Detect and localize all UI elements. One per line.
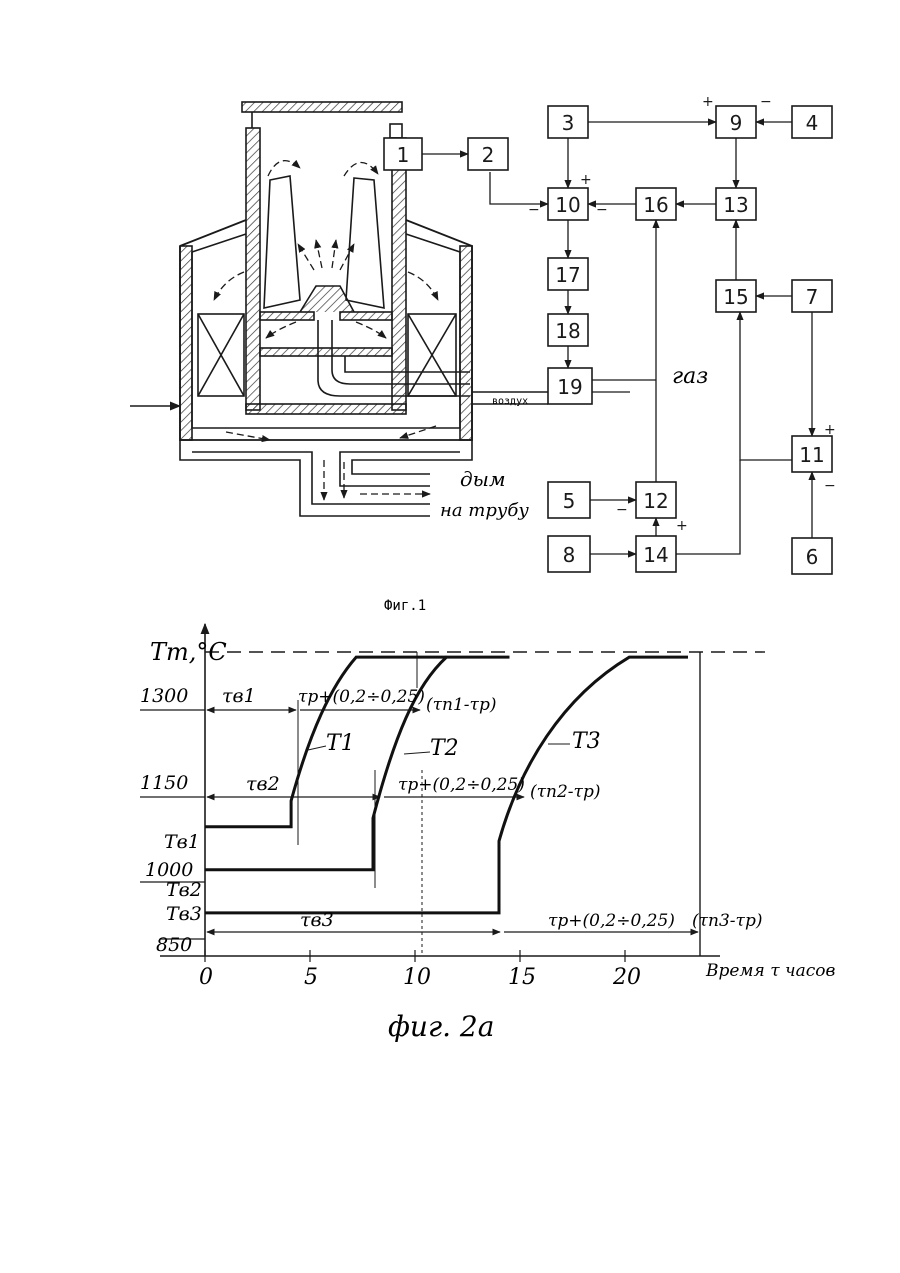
y-level-label: Tв2	[166, 879, 202, 901]
svg-text:2: 2	[482, 143, 495, 167]
svg-text:+: +	[702, 94, 714, 110]
figure2a-caption: фиг. 2а	[388, 1010, 494, 1043]
interval-label: τр+(0,2÷0,25)	[298, 687, 425, 707]
svg-text:+: +	[824, 422, 836, 438]
x-tick-label: 5	[304, 965, 318, 990]
block-8: 8	[548, 536, 590, 572]
curve-label: T3	[572, 729, 601, 754]
curve-label: T1	[326, 731, 355, 756]
svg-text:6: 6	[806, 545, 819, 569]
x-axis-label: Время τ часов	[705, 961, 835, 981]
svg-text:1: 1	[397, 143, 410, 167]
svg-text:5: 5	[563, 489, 576, 513]
smoke-label: дым	[460, 467, 506, 491]
svg-text:7: 7	[806, 285, 819, 309]
interval-label: (τп3-τр)	[692, 911, 762, 931]
figure1-caption: Фиг.1	[384, 598, 426, 614]
y-tick-label: 1150	[140, 772, 188, 794]
curve-label: T2	[430, 736, 459, 761]
block-19: 19	[548, 368, 592, 404]
air-label: воздух	[492, 396, 528, 407]
block-16: 16	[636, 188, 676, 220]
svg-text:−: −	[760, 94, 772, 110]
interval-label: τв1	[222, 685, 256, 707]
block-1: 1	[384, 138, 422, 170]
interval-label: τр+(0,2÷0,25)	[548, 911, 675, 931]
block-5: 5	[548, 482, 590, 518]
smoke-label-chimney: на трубу	[440, 500, 529, 521]
y-level-label: Tв3	[166, 903, 202, 925]
y-axis-label: Tт,°C	[150, 638, 227, 666]
svg-text:13: 13	[723, 193, 748, 217]
block-12: 12	[636, 482, 676, 518]
svg-text:−: −	[616, 502, 628, 518]
interval-label: (τп1-τр)	[426, 695, 496, 715]
block-14: 14	[636, 536, 676, 572]
x-tick-label: 10	[403, 965, 431, 990]
block-18: 18	[548, 314, 588, 346]
block-15: 15	[716, 280, 756, 312]
svg-text:12: 12	[643, 489, 668, 513]
interval-label: τв3	[300, 909, 334, 931]
block-6: 6	[792, 538, 832, 574]
block-2: 2	[468, 138, 508, 170]
block-4: 4	[792, 106, 832, 138]
gas-label: газ	[672, 364, 708, 389]
svg-text:14: 14	[643, 543, 668, 567]
svg-text:+: +	[676, 518, 688, 534]
svg-text:19: 19	[557, 375, 582, 399]
svg-text:11: 11	[799, 443, 824, 467]
svg-text:16: 16	[643, 193, 668, 217]
svg-text:10: 10	[555, 193, 580, 217]
block-9: 9	[716, 106, 756, 138]
chart-2a: 0 5 10 15 20	[140, 624, 765, 990]
x-tick-label: 15	[508, 965, 536, 990]
svg-text:−: −	[528, 202, 540, 218]
block-7: 7	[792, 280, 832, 312]
svg-text:8: 8	[563, 543, 576, 567]
x-tick-label: 0	[199, 965, 213, 990]
y-tick-label: 1300	[140, 685, 188, 707]
block-3: 3	[548, 106, 588, 138]
interval-label: τр+(0,2÷0,25)	[398, 775, 525, 795]
svg-text:9: 9	[730, 111, 743, 135]
svg-text:3: 3	[562, 111, 575, 135]
svg-text:−: −	[596, 202, 608, 218]
x-tick-label: 20	[612, 965, 641, 990]
block-10: 10	[548, 188, 588, 220]
svg-text:4: 4	[806, 111, 819, 135]
svg-text:+: +	[580, 172, 592, 188]
block-13: 13	[716, 188, 756, 220]
svg-text:−: −	[824, 478, 836, 494]
y-tick-label: 850	[156, 934, 192, 956]
svg-text:18: 18	[555, 319, 580, 343]
interval-label: (τп2-τр)	[530, 782, 600, 802]
block-11: 11	[792, 436, 832, 472]
interval-label: τв2	[246, 773, 280, 795]
svg-text:15: 15	[723, 285, 748, 309]
y-level-label: Tв1	[164, 831, 200, 853]
y-tick-label: 1000	[145, 859, 193, 881]
block-17: 17	[548, 258, 588, 290]
svg-text:17: 17	[555, 263, 580, 287]
